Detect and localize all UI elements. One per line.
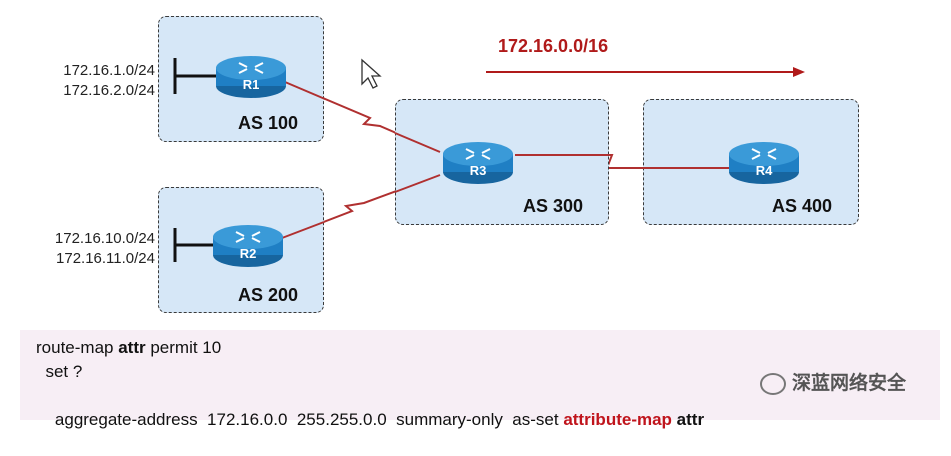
network-label: 172.16.11.0/24	[56, 250, 155, 267]
summary-arrow-head	[793, 67, 805, 77]
router-r3[interactable]: R3	[442, 140, 514, 186]
as-100-label: AS 100	[238, 113, 299, 133]
link-r1-r3-inner	[284, 81, 326, 100]
router-icon	[443, 142, 513, 184]
router-r3-name: R3	[469, 163, 487, 178]
config-line-2: set ?	[36, 360, 924, 384]
config-highlight: attribute-map	[563, 410, 672, 429]
mouse-cursor-icon	[361, 58, 382, 89]
router-icon	[213, 225, 283, 267]
as-400-label: AS 400	[772, 196, 833, 216]
config-line-1: route-map attr permit 10	[36, 336, 924, 360]
router-r4-name: R4	[755, 163, 773, 178]
router-r2[interactable]: R2	[212, 223, 284, 269]
links-overlay	[173, 58, 730, 262]
link-r2-r3-inner2	[394, 174, 441, 193]
config-keyword: attr	[118, 338, 146, 357]
r2-networks: 172.16.10.0/24 172.16.11.0/24	[10, 229, 155, 269]
network-label: 172.16.1.0/24	[63, 62, 155, 79]
link-r1-r3-inner2	[394, 132, 441, 153]
router-r1-name: R1	[242, 77, 260, 92]
router-icon	[729, 142, 799, 184]
r1-networks: 172.16.1.0/24 172.16.2.0/24	[20, 61, 155, 101]
config-keyword: attr	[671, 410, 705, 429]
router-icon	[216, 56, 286, 98]
network-label: 172.16.10.0/24	[54, 230, 155, 247]
as-300-label: AS 300	[523, 196, 584, 216]
router-r4[interactable]: R4	[728, 140, 800, 186]
as-200-label: AS 200	[238, 285, 299, 305]
config-text: route-map	[36, 338, 119, 357]
watermark-text: 深蓝网络安全	[792, 373, 907, 394]
config-text: aggregate-address 172.16.0.0 255.255.0.0…	[54, 410, 564, 429]
network-label: 172.16.2.0/24	[63, 82, 155, 99]
link-r2-r3	[281, 174, 441, 239]
router-r1[interactable]: R1	[215, 54, 287, 100]
router-r2-name: R2	[239, 246, 257, 261]
watermark: 深蓝网络安全	[760, 368, 906, 395]
wechat-icon	[760, 372, 786, 395]
link-r2-r3-inner	[281, 221, 325, 239]
config-text: permit 10	[145, 338, 222, 357]
summary-route-label: 172.16.0.0/16	[498, 36, 609, 56]
config-text: set ?	[36, 362, 83, 381]
